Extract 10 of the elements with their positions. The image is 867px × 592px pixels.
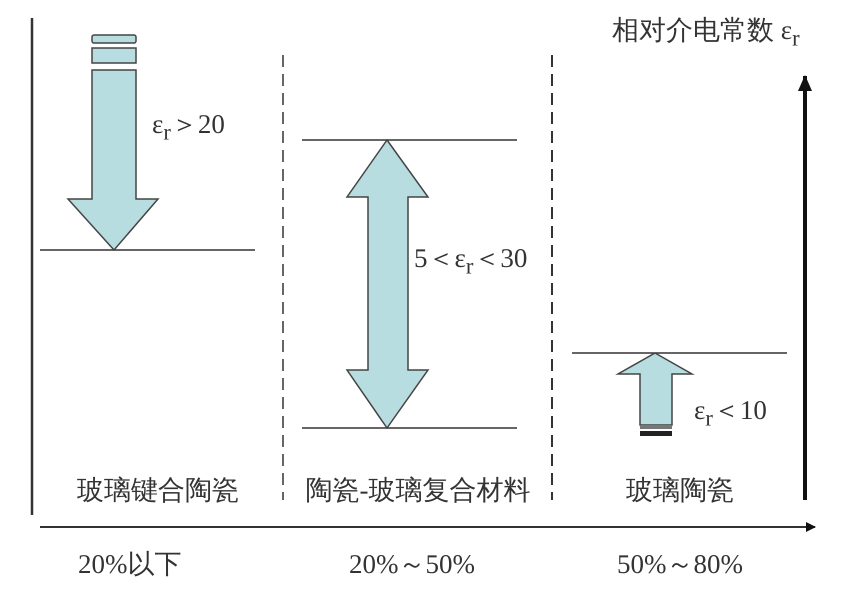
category-label: 玻璃键合陶瓷 [77, 474, 239, 506]
value-label: ε$_{r}$＞20 [152, 108, 225, 146]
value-label: ε$_{r}$＜10 [694, 394, 767, 432]
percentage-label: 50%～80% [617, 548, 743, 580]
percentage-label: 20%以下 [78, 548, 182, 580]
category-label: 玻璃陶瓷 [626, 474, 734, 506]
percentage-label: 20%～50% [349, 548, 475, 580]
category-label: 陶瓷-玻璃复合材料 [306, 474, 530, 506]
value-label: 5＜ε$_{r}$＜30 [414, 242, 528, 280]
axis-title: 相对介电常数 ε$_{r}$ [612, 14, 800, 52]
